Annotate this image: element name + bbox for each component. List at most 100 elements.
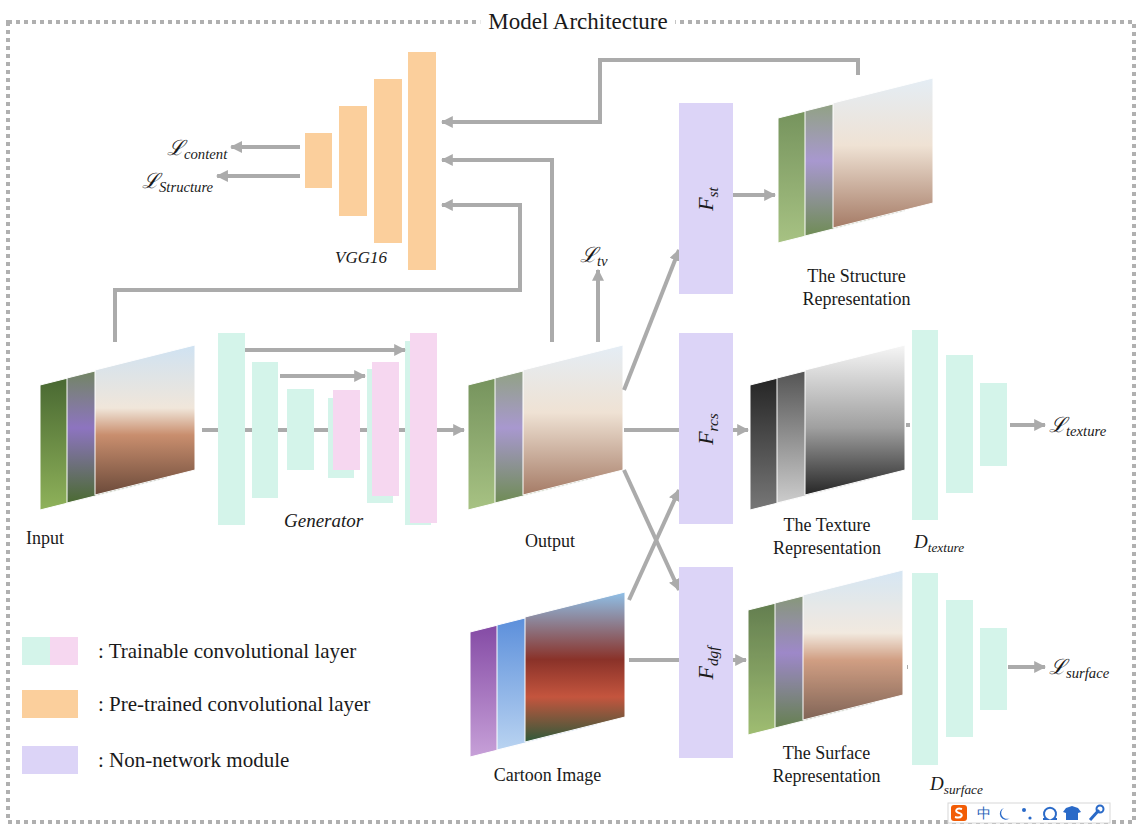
connector-arrow — [217, 174, 300, 178]
math-subscript: tv — [597, 253, 608, 269]
legend-swatch — [22, 746, 78, 774]
math-symbol: ℒ — [142, 169, 159, 193]
connector-arrow — [442, 60, 858, 122]
toolbar-label: 中 — [977, 804, 991, 822]
math-subscript: texture — [1066, 423, 1106, 439]
image-caption: Input — [26, 527, 64, 550]
connector-arrow — [906, 423, 910, 427]
module-box: Fst — [679, 103, 733, 294]
connector-arrow — [202, 428, 214, 432]
image-stack: Input — [22, 342, 202, 557]
connector-arrow — [733, 658, 746, 662]
loss-term: ℒtv — [576, 240, 612, 270]
module-label: Fst — [693, 187, 719, 211]
connector-arrow — [629, 490, 679, 600]
network-block: Dsurface — [908, 570, 1008, 800]
legend-swatch — [22, 690, 78, 718]
math-symbol: D — [914, 531, 928, 552]
legend-text: : Pre-trained convolutional layer — [98, 690, 370, 718]
network-block: VGG16 — [300, 48, 442, 278]
connector-arrow — [442, 428, 464, 432]
loss-label: ℒcontent — [167, 135, 227, 161]
loss-label: ℒtv — [580, 242, 608, 268]
math-subscript: st — [704, 187, 721, 197]
legend-item: : Trainable convolutional layer — [22, 637, 462, 665]
network-label: Dtexture — [914, 531, 964, 553]
structure-images — [778, 78, 933, 243]
module-label: Fdgf — [693, 646, 719, 679]
network-label: VGG16 — [335, 248, 387, 268]
network-label: Dsurface — [930, 773, 983, 795]
loss-term: ℒtexture — [1045, 410, 1110, 440]
math-symbol: ℒ — [1049, 655, 1066, 679]
math-subscript: rcs — [704, 413, 721, 431]
module-box: Frcs — [679, 333, 733, 524]
connector-arrow — [624, 428, 679, 432]
ime-toolbar — [948, 803, 1110, 823]
network-label: Generator — [284, 510, 363, 532]
network-block: Dtexture — [910, 326, 1010, 558]
input-images — [40, 345, 195, 510]
image-stack: The Texture Representation — [748, 342, 906, 564]
math-symbol: F — [693, 666, 718, 679]
loss-term: ℒStructure — [138, 166, 217, 196]
math-subscript: Structure — [159, 179, 213, 195]
texture-images — [750, 345, 905, 510]
legend-swatch — [22, 637, 50, 665]
output-images — [468, 345, 623, 510]
connector-arrow — [907, 665, 908, 669]
connector-arrow — [624, 470, 679, 590]
math-symbol: ℒ — [1049, 413, 1066, 437]
module-label: Frcs — [693, 413, 719, 445]
legend-swatch-part — [50, 637, 78, 665]
skip-connection — [245, 350, 405, 376]
connector-arrow — [115, 205, 520, 342]
connector-arrow — [596, 270, 600, 342]
image-caption: The Texture Representation — [748, 514, 906, 560]
connector-arrow — [231, 145, 300, 149]
loss-term: ℒsurface — [1045, 652, 1113, 682]
legend-item: : Pre-trained convolutional layer — [22, 690, 462, 718]
math-subscript: surface — [1066, 665, 1109, 681]
image-caption: The Structure Representation — [775, 265, 938, 311]
loss-term: ℒcontent — [163, 133, 231, 163]
math-subscript: content — [184, 146, 227, 162]
legend-text: : Trainable convolutional layer — [98, 637, 356, 665]
image-stack: Output — [464, 342, 624, 557]
connector-arrow — [629, 658, 679, 662]
math-subscript: dgf — [704, 646, 721, 666]
surface-images — [748, 570, 903, 735]
vgg-layers — [305, 52, 436, 270]
diagram-title: Model Architecture — [480, 8, 675, 36]
network-block: Generator — [214, 330, 442, 540]
math-symbol: F — [693, 431, 718, 444]
math-symbol: ℒ — [167, 136, 184, 160]
module-box: Fdgf — [679, 567, 733, 758]
math-symbol: D — [930, 773, 944, 794]
image-caption: Cartoon Image — [466, 764, 629, 787]
image-stack: The Structure Representation — [775, 75, 938, 317]
loss-label: ℒStructure — [142, 168, 213, 194]
math-symbol: ℒ — [580, 243, 597, 267]
surface-discriminator-layers — [912, 573, 1007, 765]
math-subscript: surface — [944, 782, 983, 797]
connector-arrow — [624, 250, 679, 390]
connector-arrow — [1010, 423, 1045, 427]
connector-arrow — [442, 160, 552, 342]
legend-item: : Non-network module — [22, 746, 462, 774]
connector-arrow — [733, 428, 748, 432]
connector-arrow — [733, 193, 775, 197]
cartoon-images — [470, 592, 625, 757]
image-caption: Output — [525, 530, 575, 553]
math-subscript: texture — [928, 540, 964, 555]
texture-discriminator-layers — [912, 330, 1007, 520]
dotted-frame — [8, 22, 1134, 822]
math-symbol: F — [693, 197, 718, 210]
loss-label: ℒtexture — [1049, 412, 1106, 438]
image-caption: The Surface Representation — [746, 742, 907, 788]
legend-text: : Non-network module — [98, 746, 289, 774]
loss-label: ℒsurface — [1049, 654, 1109, 680]
connector-arrow — [1008, 665, 1045, 669]
image-stack: The Surface Representation — [746, 568, 907, 800]
